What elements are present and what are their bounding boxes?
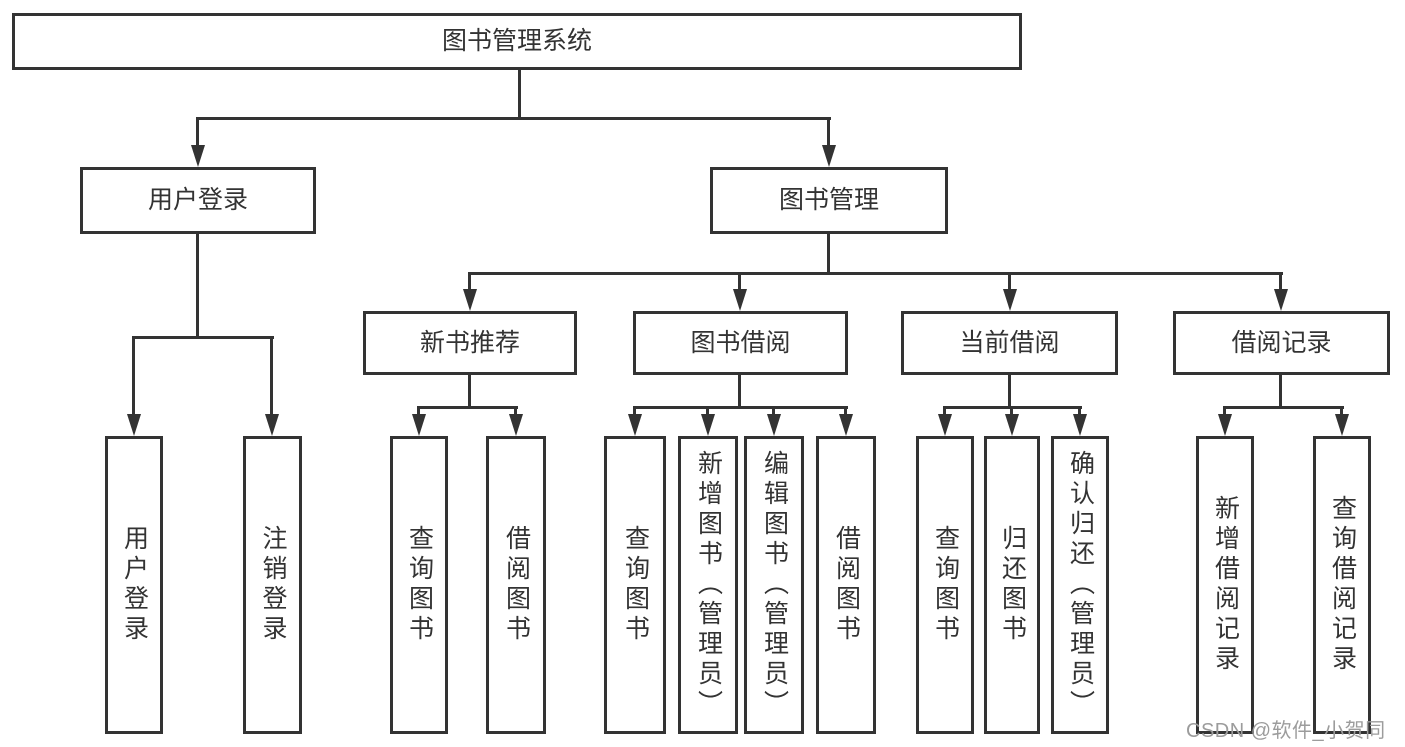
connector-line (1223, 406, 1344, 409)
leaf-label: 注销登录 (259, 525, 287, 645)
leaf-label: 查询图书 (621, 525, 650, 645)
leaf-label: 查询图书 (931, 525, 960, 645)
leaf-borrow-books-recommend: 借阅图书 (486, 436, 546, 734)
node-label: 当前借阅 (959, 328, 1060, 357)
arrow-down-icon (767, 414, 781, 436)
connector-line (1078, 406, 1081, 418)
arrow-down-icon (733, 289, 747, 311)
connector-line (827, 234, 830, 274)
connector-line (417, 406, 420, 418)
connector-line (844, 406, 847, 418)
leaf-label: 借阅图书 (502, 525, 531, 645)
leaf-add-borrow-record: 新增借阅记录 (1196, 436, 1254, 734)
connector-line (772, 406, 775, 418)
connector-line (468, 375, 471, 408)
arrow-down-icon (1003, 289, 1017, 311)
leaf-label: 新增图书（管理员） (694, 450, 723, 720)
arrow-down-icon (412, 414, 426, 436)
connector-line (514, 406, 517, 418)
connector-line (738, 375, 741, 408)
arrow-down-icon (628, 414, 642, 436)
leaf-label: 新增借阅记录 (1211, 495, 1240, 675)
node-book-borrowing: 图书借阅 (633, 311, 848, 375)
connector-line (518, 70, 521, 119)
arrow-down-icon (191, 145, 205, 167)
node-label: 图书借阅 (690, 328, 791, 357)
connector-line (132, 336, 274, 339)
node-new-book-recommendation: 新书推荐 (363, 311, 577, 375)
node-borrowing-records: 借阅记录 (1173, 311, 1390, 375)
arrow-down-icon (1005, 414, 1019, 436)
connector-line (469, 272, 1283, 275)
leaf-label: 查询借阅记录 (1328, 495, 1357, 675)
arrow-down-icon (822, 145, 836, 167)
leaf-add-books-admin: 新增图书（管理员） (678, 436, 738, 734)
leaf-edit-books-admin: 编辑图书（管理员） (744, 436, 804, 734)
arrow-down-icon (839, 414, 853, 436)
leaf-return-books: 归还图书 (984, 436, 1040, 734)
connector-line (738, 272, 741, 291)
arrow-down-icon (1073, 414, 1087, 436)
connector-line (1279, 375, 1282, 408)
leaf-query-books-current: 查询图书 (916, 436, 974, 734)
leaf-label: 借阅图书 (832, 525, 861, 645)
leaf-user-login: 用户登录 (105, 436, 163, 734)
leaf-query-borrow-record: 查询借阅记录 (1313, 436, 1371, 734)
connector-line (706, 406, 709, 418)
leaf-label: 归还图书 (998, 525, 1027, 645)
connector-line (1010, 406, 1013, 418)
node-library-management-system: 图书管理系统 (12, 13, 1022, 70)
node-label: 用户登录 (147, 186, 248, 214)
connector-line (1223, 406, 1226, 418)
connector-line (132, 336, 135, 416)
connector-line (196, 234, 199, 338)
leaf-query-books-borrowing: 查询图书 (604, 436, 666, 734)
node-label: 图书管理 (778, 186, 879, 214)
node-user-login: 用户登录 (80, 167, 316, 234)
node-label: 借阅记录 (1231, 328, 1332, 357)
leaf-label: 确认归还（管理员） (1066, 450, 1095, 720)
arrow-down-icon (265, 414, 279, 436)
leaf-label: 查询图书 (405, 525, 434, 645)
connector-line (197, 117, 831, 120)
connector-line (1279, 272, 1282, 291)
arrow-down-icon (701, 414, 715, 436)
node-book-management: 图书管理 (710, 167, 948, 234)
arrow-down-icon (1218, 414, 1232, 436)
leaf-query-books-recommend: 查询图书 (390, 436, 448, 734)
arrow-down-icon (127, 414, 141, 436)
connector-line (633, 406, 848, 409)
connector-line (468, 272, 471, 291)
connector-line (417, 406, 518, 409)
leaf-confirm-return-admin: 确认归还（管理员） (1051, 436, 1109, 734)
connector-line (196, 117, 199, 147)
leaf-logout: 注销登录 (243, 436, 302, 734)
node-label: 图书管理系统 (441, 27, 592, 55)
connector-line (633, 406, 636, 418)
arrow-down-icon (509, 414, 523, 436)
node-current-borrowing: 当前借阅 (901, 311, 1118, 375)
connector-line (827, 117, 830, 147)
leaf-borrow-books: 借阅图书 (816, 436, 876, 734)
arrow-down-icon (938, 414, 952, 436)
connector-line (1008, 375, 1011, 408)
arrow-down-icon (1335, 414, 1349, 436)
connector-line (1340, 406, 1343, 418)
csdn-watermark: CSDN @软件_小贺同学 (1186, 720, 1386, 742)
arrow-down-icon (463, 289, 477, 311)
connector-line (270, 336, 273, 416)
leaf-label: 编辑图书（管理员） (760, 450, 789, 720)
arrow-down-icon (1274, 289, 1288, 311)
connector-line (1008, 272, 1011, 291)
connector-line (943, 406, 946, 418)
leaf-label: 用户登录 (120, 525, 149, 645)
node-label: 新书推荐 (419, 328, 520, 357)
